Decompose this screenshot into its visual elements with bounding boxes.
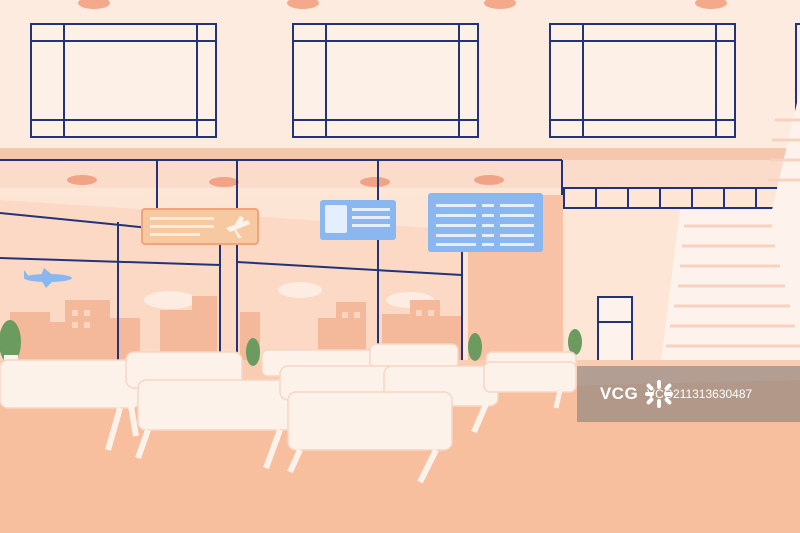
vcg-logo-icon (645, 380, 674, 408)
watermark-banner: VCG VCG211313630487 (577, 366, 800, 422)
plant-left (0, 320, 21, 364)
info-kiosk (597, 296, 633, 370)
flight-board-large-blue (428, 193, 543, 252)
bench-far-right (483, 361, 577, 409)
upper-window-right (549, 23, 736, 138)
watermark-image-id: VCG211313630487 (647, 387, 753, 401)
plant-center (246, 338, 260, 366)
upper-window-edge (795, 23, 800, 138)
plant-right (468, 333, 482, 361)
upper-window-left (30, 23, 217, 138)
mezzanine-ledge (0, 148, 800, 160)
mezzanine-railing (563, 187, 800, 209)
watermark-logo: VCG (577, 366, 697, 422)
ceiling-lamps-top (78, 0, 727, 9)
flight-board-orange (141, 208, 259, 245)
bench-front (287, 391, 453, 484)
airplane-icon (24, 268, 72, 288)
watermark-brand: VCG (599, 384, 639, 403)
upper-window-center (292, 23, 479, 138)
bench-left (0, 351, 243, 451)
ceiling-soffit (0, 160, 800, 188)
staircase (660, 90, 800, 370)
airplane-icon (226, 216, 250, 238)
ceiling-lamps-lower (67, 175, 504, 187)
plant-far-right (568, 329, 582, 355)
flight-board-small-blue (320, 200, 396, 240)
